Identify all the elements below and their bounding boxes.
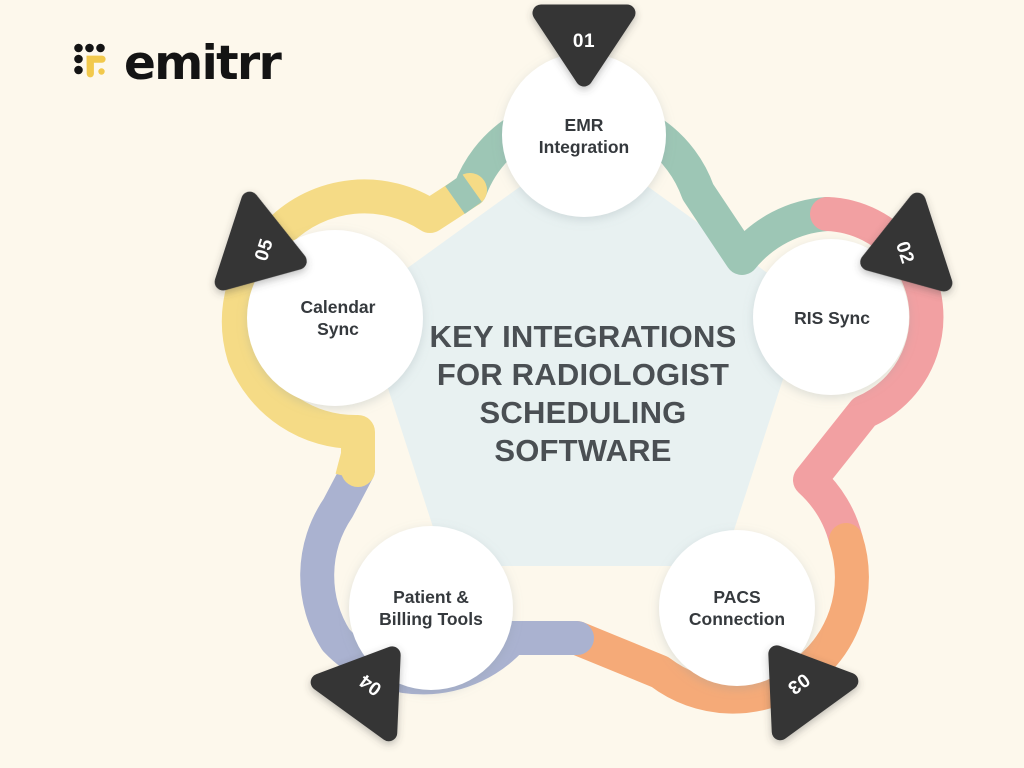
node-circle-02 [753,239,909,395]
node-circles [247,53,909,690]
node-circle-01 [502,53,666,217]
emitrr-dot-grid-logo-icon [74,43,110,85]
badge-01 [532,4,636,87]
brand-logo: emitrr [74,36,282,91]
badge-04 [310,646,401,742]
badge-02 [860,192,953,292]
badge-05 [214,191,307,291]
center-panel [365,147,803,566]
badge-03 [768,645,859,741]
brand-wordmark: emitrr [124,36,282,91]
node-circle-05 [247,230,423,406]
node-badges [214,4,953,742]
ring-band-overlay [335,174,482,483]
